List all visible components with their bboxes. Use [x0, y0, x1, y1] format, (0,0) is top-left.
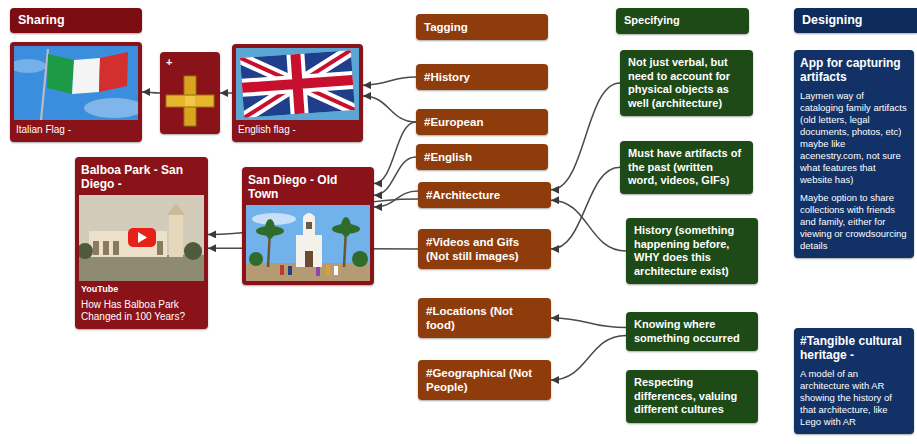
church-door — [305, 251, 313, 267]
card-text: #Geographical (Not People) — [426, 366, 543, 394]
sky — [79, 195, 204, 281]
flag-red — [99, 52, 128, 92]
card-text: Respecting differences, valuing differen… — [634, 376, 750, 417]
card-text: Specifying — [624, 14, 741, 28]
palm-fronds — [249, 217, 368, 267]
idea-card: #Tangible cultural heritage - A model of … — [794, 328, 914, 434]
connector-arrow — [551, 83, 620, 190]
sky — [236, 48, 359, 120]
card-text: Knowing where something occurred — [634, 318, 750, 345]
tower — [169, 215, 183, 257]
connector-arrow — [551, 318, 626, 328]
card-text: Designing — [802, 13, 909, 28]
italian-flag-photo — [14, 46, 138, 120]
flag-white — [72, 58, 100, 94]
card-text: #Locations (Not food) — [426, 304, 543, 332]
card-body: Laymen way of cataloging family artifact… — [800, 90, 908, 186]
requirement-box: Respecting differences, valuing differen… — [626, 370, 758, 423]
tag-box: #Geographical (Not People) — [418, 360, 551, 400]
connector-arrow — [551, 335, 626, 380]
tower-roof — [167, 203, 185, 215]
column-header: Tagging — [416, 14, 548, 40]
video-thumbnail — [79, 195, 204, 281]
plus-horizontal — [166, 95, 214, 107]
cloud — [84, 98, 138, 118]
sky — [246, 205, 370, 281]
image-card: + — [160, 52, 220, 134]
play-triangle — [138, 232, 147, 243]
requirement-box: History (something happening before, WHY… — [626, 218, 758, 284]
image-card: English flag - — [232, 44, 363, 142]
requirement-box: Must have artifacts of the past (written… — [620, 141, 753, 194]
card-body: A model of an architecture with AR showi… — [800, 368, 908, 428]
tree — [79, 243, 93, 259]
connector-arrow — [363, 96, 416, 122]
requirement-box: Knowing where something occurred — [626, 312, 758, 351]
card-text: Tagging — [424, 20, 540, 34]
palm-trunks — [268, 229, 346, 267]
plus-vertical — [184, 76, 196, 126]
connector-arrow — [551, 200, 626, 251]
tag-box: #History — [416, 64, 548, 90]
bell-tower — [303, 217, 315, 237]
connector-arrow — [374, 157, 416, 195]
column-header: Sharing — [10, 8, 142, 33]
card-body: Maybe option to share collections with f… — [800, 192, 908, 252]
tag-box: #European — [416, 109, 548, 135]
image-card: Italian Flag - — [10, 42, 142, 142]
tree — [184, 242, 202, 260]
card-text: #European — [424, 115, 540, 129]
english-flag-photo — [236, 48, 359, 120]
tag-box: #Videos and Gifs (Not still images) — [418, 229, 551, 269]
card-heading: San Diego - Old Town — [248, 173, 368, 201]
idea-card: App for capturing artifactsLaymen way of… — [794, 50, 914, 258]
connector-arrow — [374, 122, 416, 184]
union-flag — [240, 50, 355, 118]
tag-box: #English — [416, 144, 548, 170]
people — [280, 265, 338, 276]
card-text: #Videos and Gifs (Not still images) — [426, 235, 543, 263]
card-text: How Has Balboa Park Changed in 100 Years… — [81, 299, 202, 323]
card-text: YouTube — [81, 284, 202, 295]
connector-arrow — [220, 92, 232, 94]
tag-box: #Locations (Not food) — [418, 298, 551, 338]
card-text: Sharing — [18, 13, 134, 28]
connector-arrow — [142, 92, 160, 93]
plus-center — [185, 96, 195, 106]
card-text: Italian Flag - — [16, 124, 136, 136]
tower-top — [303, 213, 315, 217]
bell-window — [306, 222, 312, 229]
card-heading: App for capturing artifacts — [800, 56, 908, 84]
tag-box: #Architecture — [418, 182, 551, 208]
video-card: Balboa Park - San Diego - YouTubeHow Has… — [75, 157, 208, 329]
card-text: History (something happening before, WHY… — [634, 224, 750, 278]
card-text: Must have artifacts of the past (written… — [628, 147, 745, 188]
card-text: #History — [424, 70, 540, 84]
card-text: English flag - — [238, 124, 357, 136]
church — [296, 235, 322, 267]
column-header: Specifying — [616, 8, 749, 34]
card-text: #Architecture — [426, 188, 543, 202]
card-heading: #Tangible cultural heritage - — [800, 334, 908, 362]
card-text: #English — [424, 150, 540, 164]
gold-plus-picture — [164, 72, 216, 130]
play-button — [128, 228, 156, 247]
image-card: San Diego - Old Town — [242, 167, 374, 285]
old-town-photo — [246, 205, 370, 281]
card-heading: Balboa Park - San Diego - — [81, 163, 202, 191]
cloud — [14, 59, 46, 73]
ground — [79, 255, 204, 281]
connector-arrow — [551, 167, 620, 249]
column-header: Designing — [794, 8, 917, 33]
flag-green — [47, 54, 74, 94]
flag-pole — [41, 49, 48, 120]
card-text: + — [166, 56, 214, 68]
requirement-box: Not just verbal, but need to account for… — [620, 50, 753, 116]
connector-arrow — [363, 77, 416, 85]
card-text: Not just verbal, but need to account for… — [628, 56, 745, 110]
